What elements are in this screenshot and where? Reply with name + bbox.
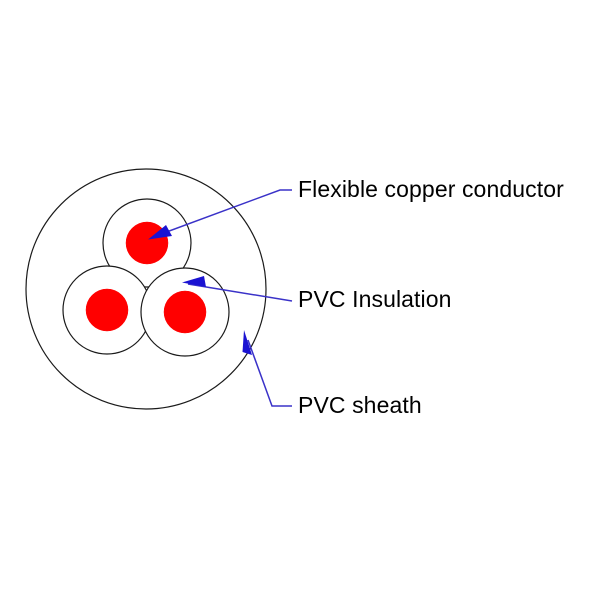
sheath-leader-line — [242, 330, 292, 407]
copper-conductor-circle — [163, 290, 207, 334]
copper-conductor-circle — [85, 288, 129, 332]
core-top — [102, 198, 192, 288]
arrowhead-icon — [148, 225, 172, 240]
copper-conductor-circle — [125, 221, 169, 265]
label-pvc-insulation: PVC Insulation — [298, 286, 452, 312]
core-bottom-left — [62, 265, 152, 355]
arrowhead-icon — [242, 330, 252, 355]
arrowhead-icon — [182, 276, 206, 287]
label-pvc-sheath: PVC sheath — [298, 392, 422, 418]
insulation-leader-line — [182, 276, 293, 302]
core-bottom-right — [140, 267, 230, 357]
conductor-leader-line — [148, 189, 292, 240]
label-flexible-copper-conductor: Flexible copper conductor — [298, 176, 564, 202]
